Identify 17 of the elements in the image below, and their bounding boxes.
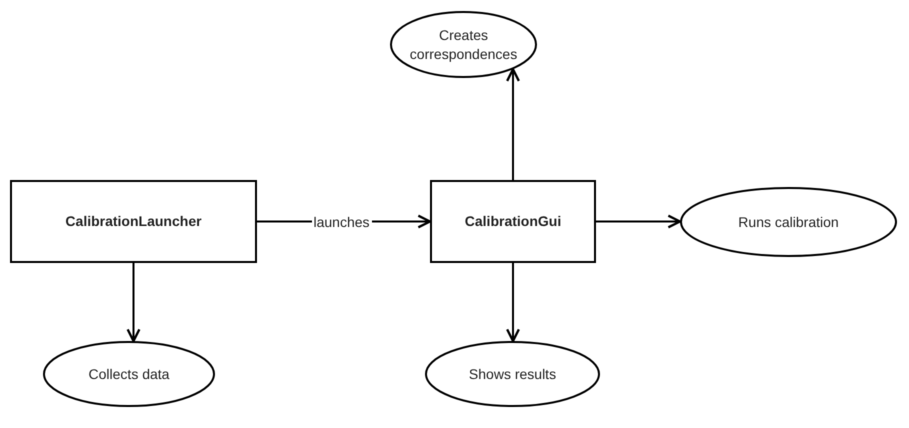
ellipse-node: [43, 341, 215, 407]
ellipse-node: [680, 187, 897, 257]
node-label: Collects data: [88, 364, 170, 384]
node-label: Shows results: [468, 364, 556, 384]
process-box: [10, 180, 257, 263]
node-label: CalibrationLauncher: [65, 212, 202, 231]
edge-label: launches: [311, 214, 372, 230]
node-label: Runs calibration: [738, 212, 839, 232]
arrow: [596, 214, 682, 228]
arrow: [506, 68, 520, 180]
process-box: [430, 180, 596, 263]
ellipse-node: [425, 341, 600, 407]
arrow: [506, 263, 520, 342]
ellipse-node: [390, 11, 537, 78]
node-label: Creates correspondences: [408, 26, 518, 63]
node-label: CalibrationGui: [464, 212, 562, 231]
arrow: [126, 263, 140, 342]
